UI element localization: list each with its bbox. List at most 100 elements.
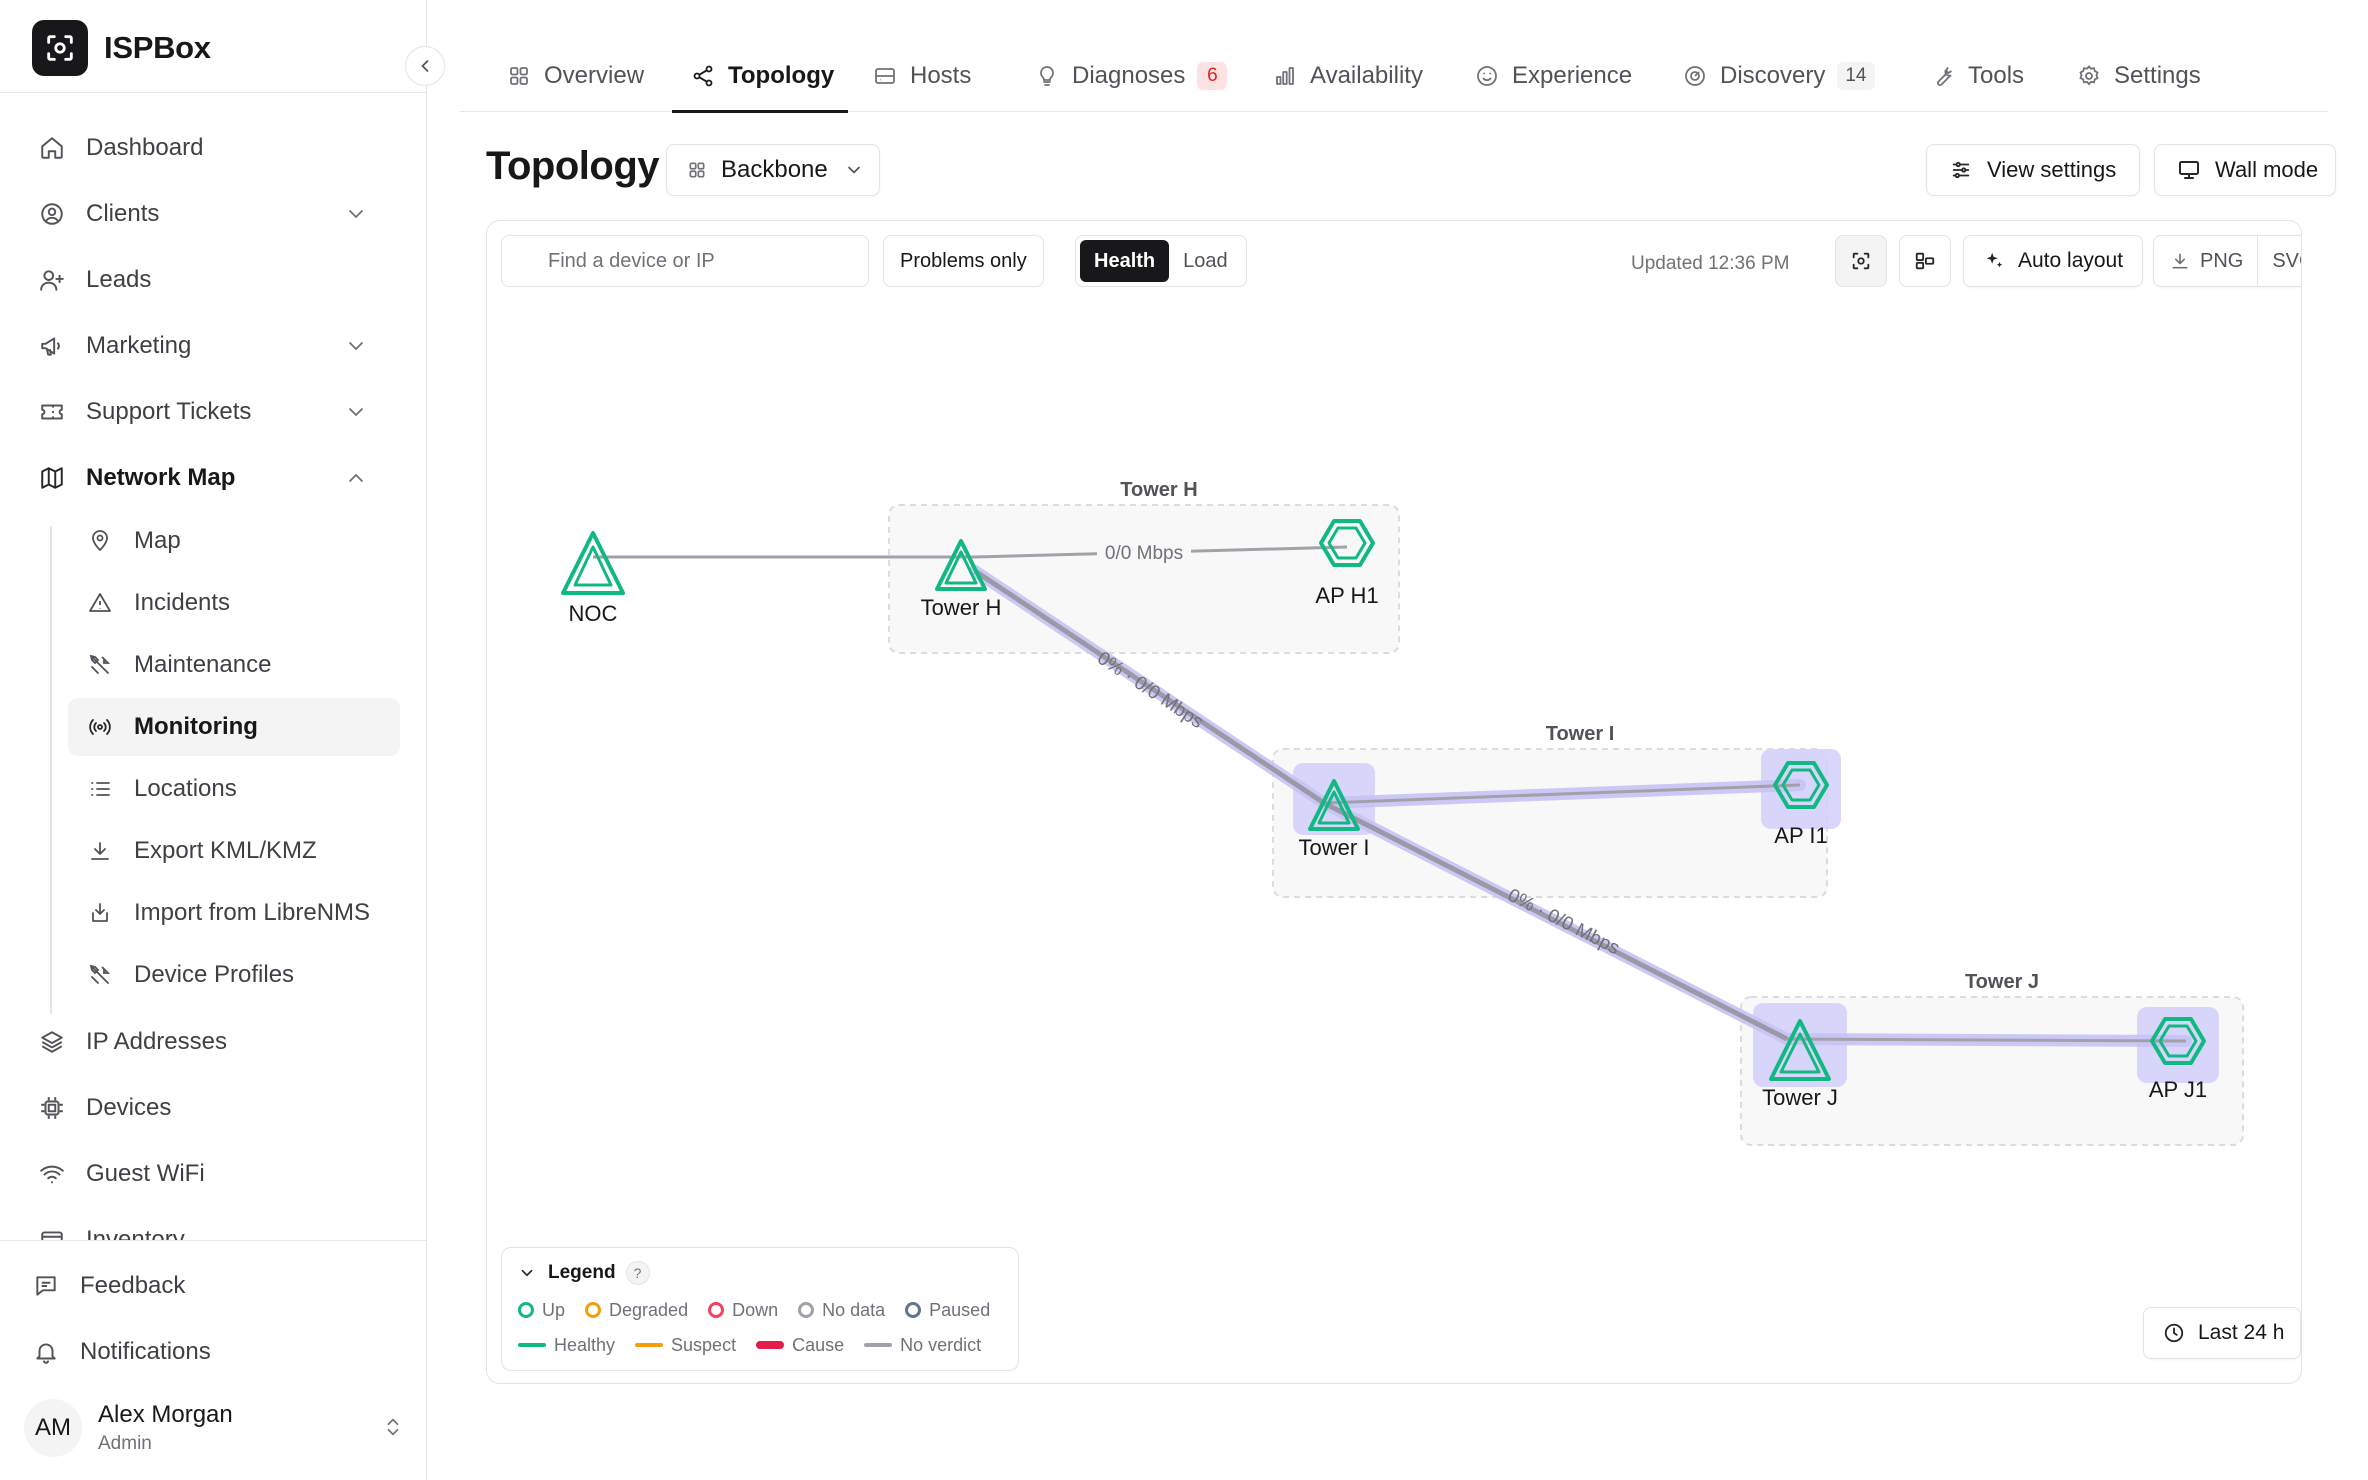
chevron-down-icon[interactable] xyxy=(344,400,368,424)
sidebar-item-dashboard[interactable]: Dashboard xyxy=(36,120,386,176)
tab-discovery[interactable]: Discovery 14 xyxy=(1682,58,1875,94)
view-select-value: Backbone xyxy=(721,156,828,183)
tab-availability[interactable]: Availability xyxy=(1272,58,1423,94)
tab-diagnoses[interactable]: Diagnoses 6 xyxy=(1034,58,1228,94)
sidebar-item-clients[interactable]: Clients xyxy=(36,186,386,242)
auto-layout-button[interactable]: Auto layout xyxy=(1963,235,2143,287)
mode-health-option[interactable]: Health xyxy=(1080,240,1170,282)
export-png-label: PNG xyxy=(2200,249,2244,272)
tab-topology[interactable]: Topology xyxy=(690,58,834,94)
sidebar-item-leads[interactable]: Leads xyxy=(36,252,386,308)
tab-label: Discovery xyxy=(1720,62,1826,89)
tab-overview[interactable]: Overview xyxy=(506,58,644,94)
user-menu[interactable]: AM Alex Morgan Admin xyxy=(24,1396,404,1460)
link-swatch-suspect xyxy=(635,1343,664,1347)
chevron-down-icon[interactable] xyxy=(344,202,368,226)
sidebar-item-device-profiles[interactable]: Device Profiles xyxy=(68,946,400,1004)
wall-mode-button[interactable]: Wall mode xyxy=(2154,144,2336,196)
chevron-up-icon[interactable] xyxy=(344,466,368,490)
discovery-count-badge: 14 xyxy=(1837,62,1875,90)
sidebar-item-devices[interactable]: Devices xyxy=(36,1080,386,1136)
color-mode-segmented: Health Load xyxy=(1075,235,1247,287)
mode-load-option[interactable]: Load xyxy=(1183,249,1228,272)
sidebar-item-guest-wifi[interactable]: Guest WiFi xyxy=(36,1146,386,1202)
brand[interactable]: ISPBox xyxy=(32,20,211,76)
group-tower-h[interactable] xyxy=(888,504,1400,654)
node-tower-j[interactable]: Tower J xyxy=(1762,1019,1838,1110)
export-svg-label: SVG xyxy=(2272,249,2301,272)
download-icon xyxy=(86,837,114,865)
sidebar-item-label: Incidents xyxy=(134,589,231,616)
sidebar-item-ip-addresses[interactable]: IP Addresses xyxy=(36,1014,386,1070)
sidebar-item-locations[interactable]: Locations xyxy=(68,760,400,818)
time-range-button[interactable]: Last 24 h xyxy=(2143,1307,2301,1359)
hexagon-node-icon xyxy=(2150,1017,2206,1065)
node-label: AP I1 xyxy=(1774,823,1827,848)
sidebar-item-label: Network Map xyxy=(86,464,236,491)
page-title: Topology xyxy=(486,144,660,188)
brand-name: ISPBox xyxy=(104,30,211,65)
link-tower-j-ap-j1[interactable] xyxy=(1786,1037,2187,1043)
problems-only-toggle[interactable]: Problems only xyxy=(883,235,1044,287)
legend-link-states: Healthy Suspect Cause No verdict xyxy=(518,1333,1001,1357)
view-settings-button[interactable]: View settings xyxy=(1926,144,2140,196)
node-ap-i1[interactable]: AP I1 xyxy=(1773,761,1829,848)
tab-tools[interactable]: Tools xyxy=(1930,58,2024,94)
fit-view-button[interactable] xyxy=(1899,235,1951,287)
clock-icon xyxy=(2162,1321,2186,1345)
topology-graph[interactable]: Tower H Tower I Tower J 0/0 Mbps 0% · 0/… xyxy=(487,221,2301,1383)
message-icon xyxy=(32,1272,60,1300)
tab-label: Settings xyxy=(2114,62,2201,89)
sidebar-item-support-tickets[interactable]: Support Tickets xyxy=(36,384,386,440)
view-select[interactable]: Backbone xyxy=(666,144,880,196)
sidebar-item-inventory[interactable]: Inventory xyxy=(36,1212,386,1240)
feedback-link[interactable]: Feedback xyxy=(32,1258,392,1314)
triangle-node-icon xyxy=(561,531,625,595)
user-role: Admin xyxy=(98,1433,152,1454)
link-label-tower-h-ap-h1: 0/0 Mbps xyxy=(1105,543,1183,564)
node-noc[interactable]: NOC xyxy=(561,531,625,626)
focus-frame-icon xyxy=(1850,250,1872,272)
topology-canvas[interactable]: Problems only Health Load Updated 12:36 … xyxy=(486,220,2302,1384)
chevron-down-icon xyxy=(518,1264,536,1282)
status-dot-no-data xyxy=(798,1302,815,1318)
node-tower-h[interactable]: Tower H xyxy=(921,539,1002,620)
avatar: AM xyxy=(24,1399,82,1457)
sidebar-item-monitoring[interactable]: Monitoring xyxy=(68,698,400,756)
sidebar-item-map[interactable]: Map xyxy=(68,512,400,570)
sidebar-item-export-kml[interactable]: Export KML/KMZ xyxy=(68,822,400,880)
chevron-down-icon[interactable] xyxy=(344,334,368,358)
focus-selection-button[interactable] xyxy=(1835,235,1887,287)
sidebar-item-label: Map xyxy=(134,527,181,554)
map-pin-icon xyxy=(86,527,114,555)
export-group: PNG SVG xyxy=(2153,235,2301,287)
sidebar-item-network-map[interactable]: Network Map xyxy=(36,450,386,506)
export-svg-button[interactable]: SVG xyxy=(2258,236,2301,286)
lightbulb-icon xyxy=(1034,63,1060,89)
sidebar-item-label: Import from LibreNMS xyxy=(134,899,371,926)
sidebar-item-import-librenms[interactable]: Import from LibreNMS xyxy=(68,884,400,942)
link-tower-i-tower-j[interactable] xyxy=(1322,800,1789,1042)
tab-experience[interactable]: Experience xyxy=(1474,58,1632,94)
tab-hosts[interactable]: Hosts xyxy=(872,58,971,94)
sidebar-item-marketing[interactable]: Marketing xyxy=(36,318,386,374)
device-search-input[interactable] xyxy=(501,235,869,287)
node-ap-j1[interactable]: AP J1 xyxy=(2149,1017,2207,1102)
export-png-button[interactable]: PNG xyxy=(2154,236,2259,286)
link-swatch-healthy xyxy=(518,1343,546,1347)
legend-title: Legend xyxy=(548,1262,616,1283)
link-tower-i-ap-i1[interactable] xyxy=(1323,783,1801,805)
collapse-sidebar-button[interactable] xyxy=(405,46,445,86)
tab-settings[interactable]: Settings xyxy=(2076,58,2201,94)
sidebar-item-incidents[interactable]: Incidents xyxy=(68,574,400,632)
legend-help-button[interactable]: ? xyxy=(625,1261,650,1285)
legend-item-down: Down xyxy=(708,1300,778,1321)
node-label: Tower I xyxy=(1299,835,1370,860)
chevron-updown-icon xyxy=(382,1416,404,1438)
sidebar-item-maintenance[interactable]: Maintenance xyxy=(68,636,400,694)
legend-toggle[interactable]: Legend ? xyxy=(518,1260,650,1286)
node-tower-i[interactable]: Tower I xyxy=(1299,779,1370,860)
node-ap-h1[interactable]: AP H1 xyxy=(1315,519,1379,608)
link-tower-h-tower-i[interactable] xyxy=(973,568,1326,806)
notifications-link[interactable]: Notifications xyxy=(32,1324,392,1380)
